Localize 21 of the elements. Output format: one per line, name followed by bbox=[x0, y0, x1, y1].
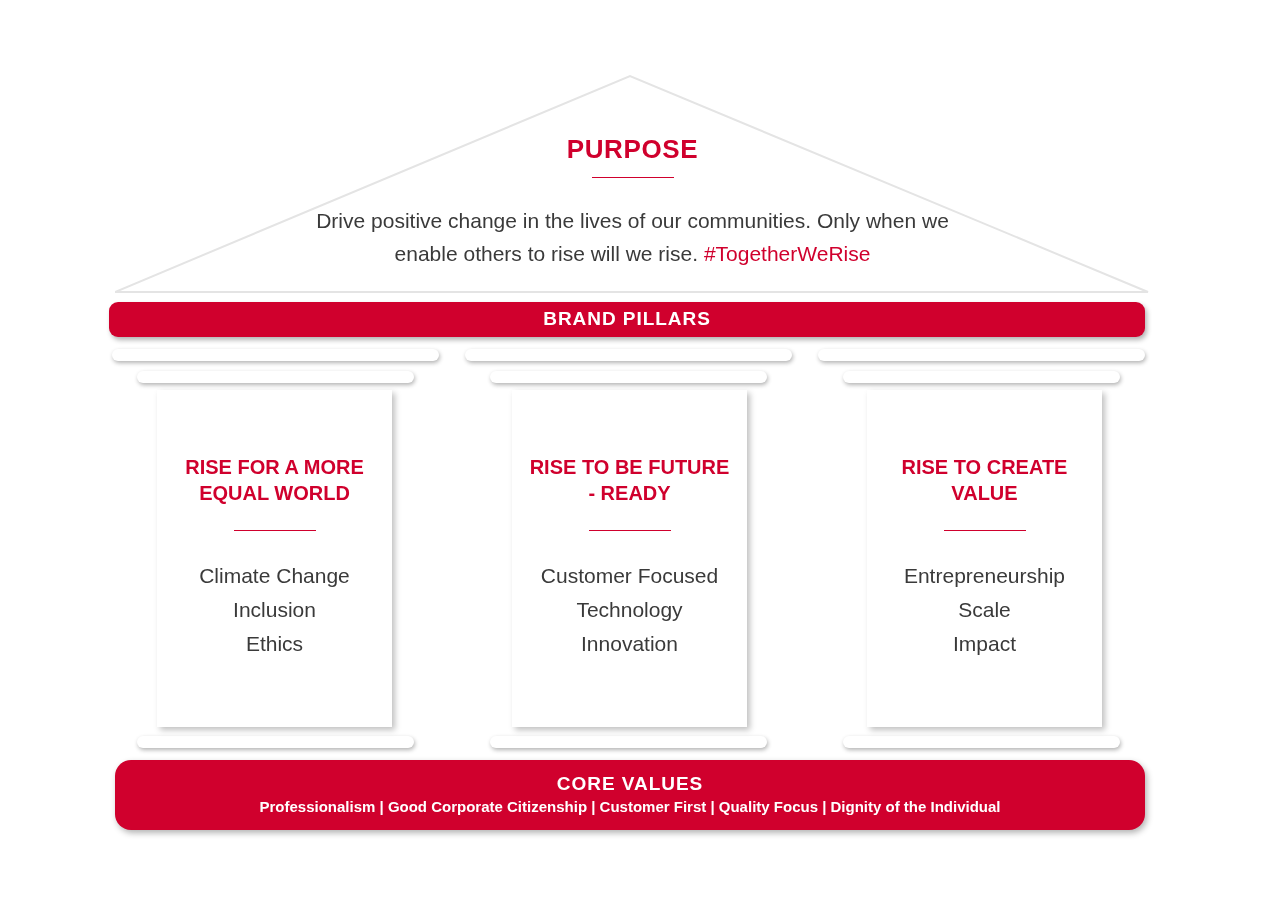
purpose-statement: Drive positive change in the lives of our communities. Only when we enable others to rise will we rise. #TogetherWeRise bbox=[315, 208, 950, 267]
core-values-heading: CORE VALUES bbox=[556, 772, 704, 796]
pillar-card bbox=[512, 390, 747, 727]
pillar-heading: RISE TO CREATE VALUE bbox=[900, 455, 1069, 506]
core-values-list: Professionalism | Good Corporate Citizenship | Customer First | Quality Focus | Dignity of the Individual bbox=[259, 796, 1001, 818]
banner-bar: BRAND PILLARS bbox=[109, 302, 1145, 337]
foundation-bar bbox=[115, 760, 1145, 830]
pillar-item: Inclusion bbox=[233, 597, 316, 623]
pillar-item: Impact bbox=[952, 631, 1016, 657]
pillar-item: Innovation bbox=[581, 631, 678, 657]
pillar-item: Climate Change bbox=[199, 563, 350, 589]
purpose-heading: PURPOSE bbox=[566, 133, 699, 166]
pillar-heading: RISE FOR A MORE EQUAL WORLD bbox=[184, 455, 365, 506]
pillar-card bbox=[157, 390, 392, 727]
pillar-item: Customer Focused bbox=[540, 563, 719, 589]
pillar-item: Ethics bbox=[245, 631, 304, 657]
pillar-heading: RISE TO BE FUTURE - READY bbox=[529, 455, 730, 506]
pillar-item: Technology bbox=[576, 597, 683, 623]
pillar-card bbox=[867, 390, 1102, 727]
pillar-item: Scale bbox=[958, 597, 1011, 623]
pillar-item: Entrepreneurship bbox=[903, 563, 1066, 589]
